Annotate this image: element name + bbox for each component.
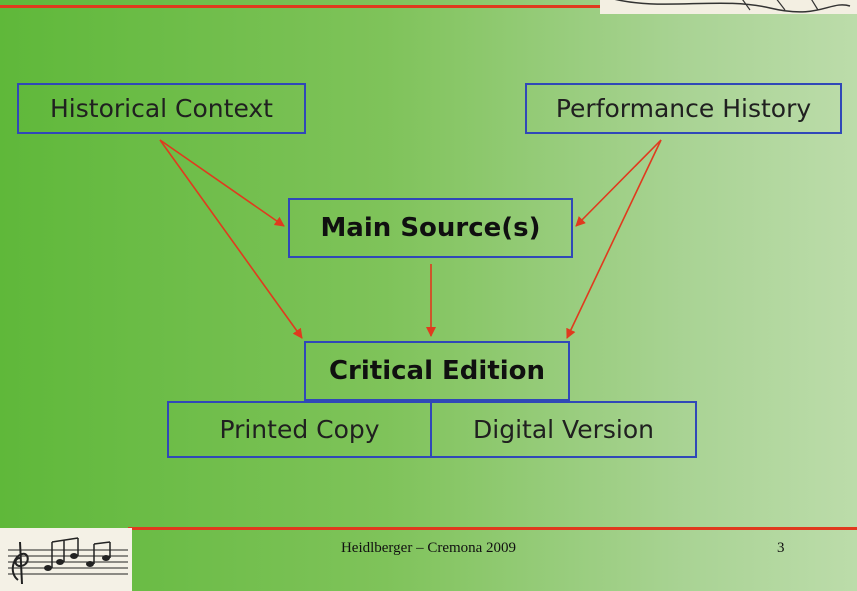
page-number: 3 [777,540,785,556]
node-performance-history: Performance History [525,83,842,134]
node-printed-copy: Printed Copy [167,401,432,458]
footer-title: Heidlberger – Cremona 2009 [340,540,517,556]
node-label: Historical Context [50,94,273,123]
node-critical-edition: Critical Edition [304,341,570,401]
node-digital-version: Digital Version [430,401,697,458]
music-score-icon [0,528,132,591]
bottom-rule [128,527,857,530]
node-label: Performance History [555,94,812,123]
arrow-historical-to-critical [159,139,303,339]
node-historical-context: Historical Context [17,83,306,134]
node-label: Critical Edition [328,356,546,386]
arrow-performance-to-main_source [575,139,662,227]
corner-decoration [600,0,857,14]
node-label: Printed Copy [219,415,380,444]
arrow-performance-to-critical [566,139,662,339]
arrow-historical-to-main_source [159,139,285,227]
node-main-sources: Main Source(s) [288,198,573,258]
top-rule [0,5,600,8]
node-label: Digital Version [473,415,654,444]
node-label: Main Source(s) [320,213,541,243]
